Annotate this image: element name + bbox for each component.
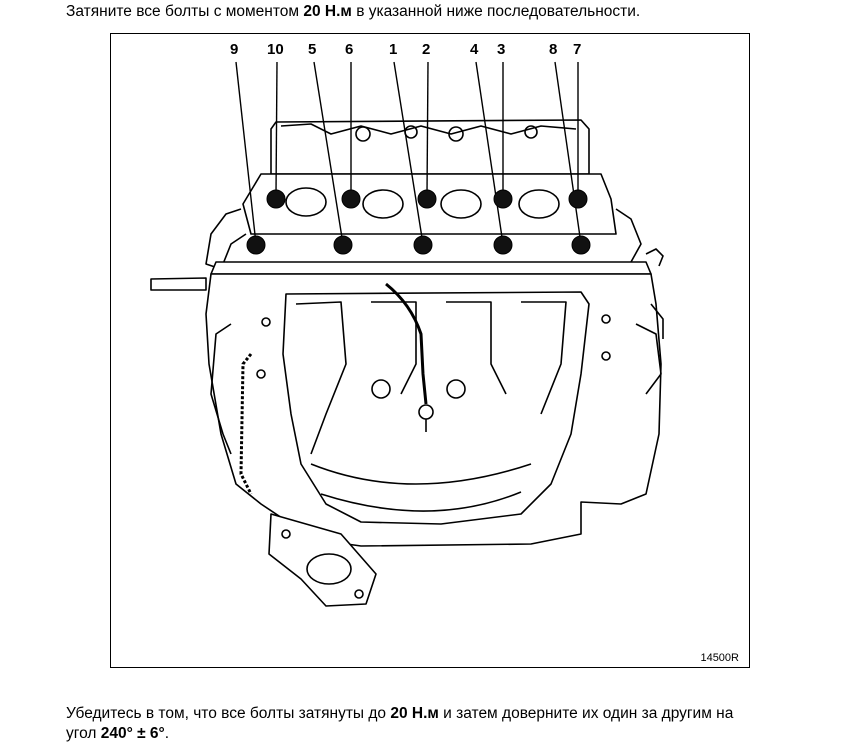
tightening-instruction: Затяните все болты с моментом 20 Н.м в у… — [66, 2, 640, 22]
bolt-label: 1 — [389, 41, 397, 58]
bolt-label: 2 — [422, 41, 430, 58]
engine-diagram: 9 10 5 6 1 2 4 3 8 7 14500R — [110, 33, 750, 668]
instruction-text: Затяните все болты с моментом — [66, 3, 304, 20]
instruction-text: . — [164, 725, 170, 742]
bolt-label: 9 — [230, 41, 238, 58]
bolt-label: 3 — [497, 41, 505, 58]
bolt-label: 8 — [549, 41, 557, 58]
torque-value: 20 Н.м — [303, 3, 352, 20]
bolt-label: 5 — [308, 41, 316, 58]
instruction-text: угол — [66, 725, 101, 742]
final-tightening-instruction-cont: угол 240° ± 6°. — [66, 724, 169, 744]
engine-drawing: 9 10 5 6 1 2 4 3 8 7 — [150, 41, 664, 607]
bolt-label: 7 — [573, 41, 581, 58]
figure-code: 14500R — [700, 652, 739, 664]
bolt-label: 10 — [267, 41, 284, 58]
bolt-label: 6 — [345, 41, 353, 58]
instruction-text: Убедитесь в том, что все болты затянуты … — [66, 705, 391, 722]
final-tightening-instruction: Убедитесь в том, что все болты затянуты … — [66, 704, 733, 724]
instruction-text: в указанной ниже последовательности. — [351, 3, 641, 20]
bolt-label: 4 — [470, 41, 479, 58]
angle-value: 240° ± 6° — [100, 725, 165, 742]
torque-value: 20 Н.м — [390, 705, 439, 722]
instruction-text: и затем доверните их один за другим на — [438, 705, 734, 722]
